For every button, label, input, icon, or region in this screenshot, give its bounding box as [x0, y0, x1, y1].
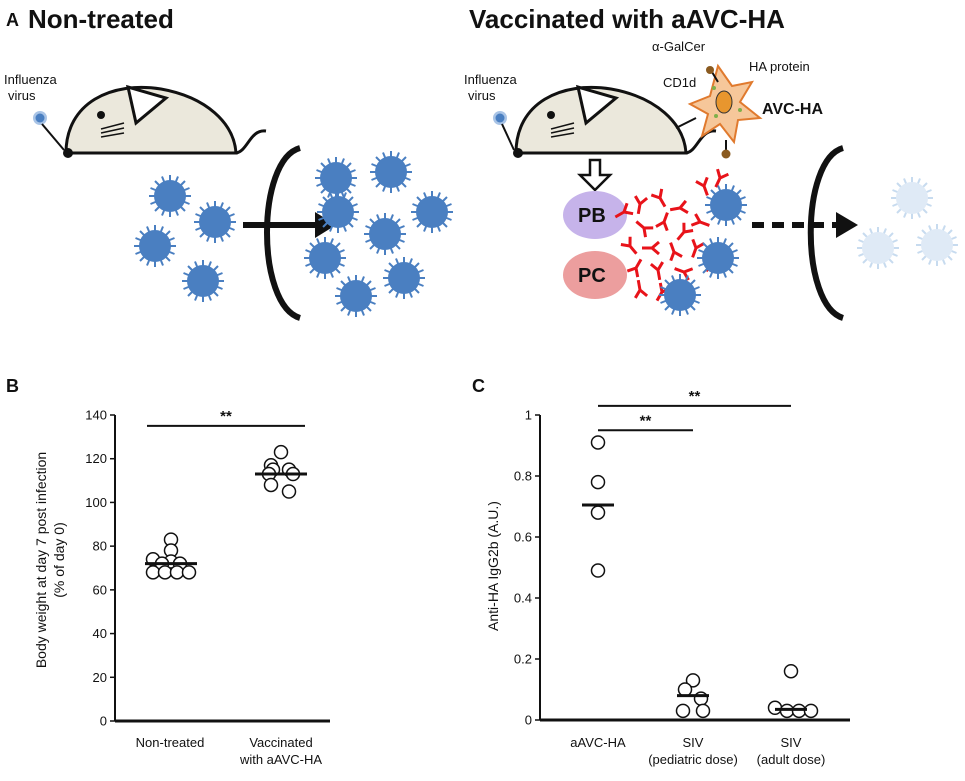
- c-ylabel: Anti-HA IgG2b (A.U.): [485, 501, 501, 631]
- data-point: [685, 673, 701, 688]
- b-xtick-non-treated: Non-treated: [136, 735, 205, 750]
- influenza-virus-icon: [493, 111, 507, 125]
- y-tick-label: 0.6: [514, 530, 532, 545]
- data-point: [767, 700, 783, 716]
- data-point: [675, 703, 691, 719]
- data-point: [791, 703, 807, 719]
- avc-ha-cell-icon: [687, 63, 763, 159]
- b-xtick-vaccinated: Vaccinated: [249, 735, 312, 750]
- y-tick-label: 20: [93, 670, 107, 685]
- pb-cell: [563, 191, 627, 239]
- y-tick-label: 120: [85, 451, 107, 466]
- data-point: [677, 682, 693, 697]
- mouse-icon: [61, 85, 268, 160]
- data-point: [590, 505, 606, 520]
- b-ylabel-line2: (% of day 0): [51, 522, 67, 597]
- virus-cluster-after: [303, 150, 454, 318]
- pc-cell: [563, 251, 627, 299]
- pc-label: PC: [578, 265, 606, 287]
- data-point: [783, 663, 799, 679]
- influenza-label-line1: Influenza: [4, 72, 58, 87]
- significance-label: **: [689, 388, 701, 405]
- panel-a-letter: A: [6, 10, 19, 30]
- c-xtick-siv-adult-line2: (adult dose): [757, 752, 826, 767]
- y-tick-label: 0: [100, 714, 107, 729]
- data-point: [590, 563, 606, 578]
- galcer-label: α-GalCer: [652, 39, 706, 54]
- pb-label: PB: [578, 205, 606, 227]
- y-tick-label: 40: [93, 626, 107, 641]
- down-arrow: [576, 158, 614, 192]
- b-ylabel-line1: Body weight at day 7 post infection: [33, 452, 49, 668]
- c-xtick-siv-pediatric: SIV: [683, 735, 704, 750]
- data-point: [145, 565, 161, 580]
- y-tick-label: 80: [93, 539, 107, 554]
- y-tick-label: 140: [85, 408, 107, 423]
- panel-a: A Non-treated Vaccinated with aAVC-HA In…: [4, 4, 959, 321]
- y-tick-label: 1: [525, 408, 532, 423]
- data-point: [590, 474, 606, 490]
- data-point: [590, 435, 606, 450]
- y-tick-label: 0: [525, 713, 532, 728]
- avc-ha-label: AVC-HA: [762, 101, 823, 118]
- vaccinated-title: Vaccinated with aAVC-HA: [469, 4, 785, 34]
- panel-b-letter: B: [6, 376, 19, 396]
- influenza-virus-icon: [33, 111, 47, 125]
- data-point: [803, 703, 819, 719]
- y-tick-label: 0.8: [514, 469, 532, 484]
- influenza-label-line2: virus: [8, 88, 36, 103]
- data-point: [281, 484, 297, 499]
- injection-arrow: [675, 117, 697, 129]
- y-tick-label: 100: [85, 495, 107, 510]
- faded-virus-cluster: [856, 176, 959, 270]
- c-xtick-siv-adult: SIV: [781, 735, 802, 750]
- ha-protein-label: HA protein: [749, 59, 810, 74]
- panel-c: C 0 0.2 0.4 0.6 0.8 1 ** ** Anti-HA IgG2b (A.U…: [472, 376, 850, 767]
- c-xtick-aavc-ha: aAVC-HA: [570, 735, 626, 750]
- significance-label: **: [640, 412, 652, 429]
- infection-arrow: [41, 123, 65, 151]
- data-point: [779, 703, 795, 719]
- bracket: [807, 145, 845, 321]
- data-point: [263, 477, 279, 493]
- panel-c-letter: C: [472, 376, 485, 396]
- data-point: [695, 703, 711, 719]
- data-point: [181, 565, 197, 580]
- y-tick-label: 0.2: [514, 652, 532, 667]
- influenza-label-line2: virus: [468, 88, 496, 103]
- y-tick-label: 0.4: [514, 591, 532, 606]
- bracket: [264, 145, 302, 321]
- cd1d-label: CD1d: [663, 75, 696, 90]
- influenza-label-line1: Influenza: [464, 72, 518, 87]
- data-point: [273, 444, 289, 460]
- virus-cluster-before: [133, 174, 237, 303]
- data-point: [157, 565, 173, 580]
- panel-b: B 0 20 40 60 80 100 120 140 ** Body weight at d…: [6, 376, 330, 767]
- infection-arrow: [501, 123, 515, 151]
- b-xtick-vaccinated-line2: with aAVC-HA: [239, 752, 322, 767]
- y-tick-label: 60: [93, 582, 107, 597]
- data-point: [169, 565, 185, 580]
- reduced-replication-arrowhead: [836, 212, 858, 238]
- non-treated-title: Non-treated: [28, 4, 174, 34]
- c-xtick-siv-pediatric-line2: (pediatric dose): [648, 752, 738, 767]
- significance-label: **: [220, 408, 232, 425]
